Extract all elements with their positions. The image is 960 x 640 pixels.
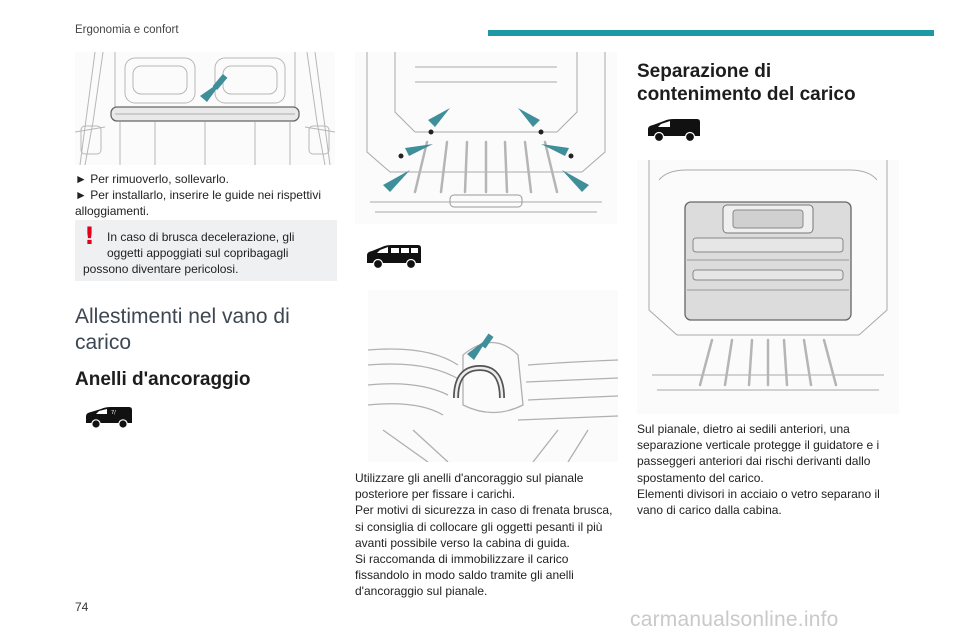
cargo-separation-illustration [637, 160, 899, 414]
van-icon [645, 117, 703, 150]
anchor-rings-paragraph-2: Per motivi di sicurezza in caso di frena… [355, 503, 613, 550]
page-number: 74 [75, 600, 89, 614]
instruction-install: ► Per installarlo, inserire le guide nei… [75, 188, 321, 219]
instruction-remove: ► Per rimuoverlo, sollevarlo. [75, 172, 229, 186]
load-separation-text: Sul pianale, dietro ai sedili anteriori,… [637, 421, 899, 518]
warning-box: ! In caso di brusca decelerazione, gli o… [75, 220, 337, 281]
running-header: Ergonomia e confort [75, 24, 179, 36]
section-title-line-1: Allestimenti nel vano di [75, 305, 290, 328]
luggage-cover-instructions: ► Per rimuoverlo, sollevarlo. ► Per inst… [75, 171, 340, 220]
anchor-rings-text: Utilizzare gli anelli d'ancoraggio sul p… [355, 470, 617, 600]
anchor-rings-paragraph-3: Si raccomanda di immobilizzare il carico… [355, 552, 574, 599]
van-icon: 7/ [83, 405, 135, 436]
anchor-ring-closeup-illustration [368, 290, 618, 462]
section-title: Allestimenti nel vano di carico [75, 304, 325, 356]
load-separation-paragraph-2: Elementi divisori in acciaio o vetro sep… [637, 486, 880, 518]
load-separation-heading: Separazione di contenimento del carico [637, 60, 897, 106]
cargo-floor-anchor-rings-illustration [355, 52, 617, 224]
load-separation-heading-line-1: Separazione di [637, 61, 772, 82]
header-accent-bar [488, 30, 934, 36]
anchor-rings-paragraph-1: Utilizzare gli anelli d'ancoraggio sul p… [355, 471, 584, 502]
watermark-text: carmanualsonline.info [630, 608, 839, 631]
luggage-cover-illustration [75, 52, 335, 165]
section-title-line-2: carico [75, 331, 132, 354]
load-separation-paragraph-1: Sul pianale, dietro ai sedili anteriori,… [637, 422, 880, 485]
load-separation-heading-line-2: contenimento del carico [637, 84, 856, 105]
svg-text:7/: 7/ [111, 410, 116, 416]
warning-text-continued: possono diventare pericolosi. [83, 262, 239, 276]
warning-text: In caso di brusca decelerazione, gli ogg… [107, 230, 295, 260]
van-passenger-icon [364, 242, 424, 277]
warning-icon: ! [84, 222, 95, 250]
anchoring-rings-heading: Anelli d'ancoraggio [75, 369, 251, 390]
